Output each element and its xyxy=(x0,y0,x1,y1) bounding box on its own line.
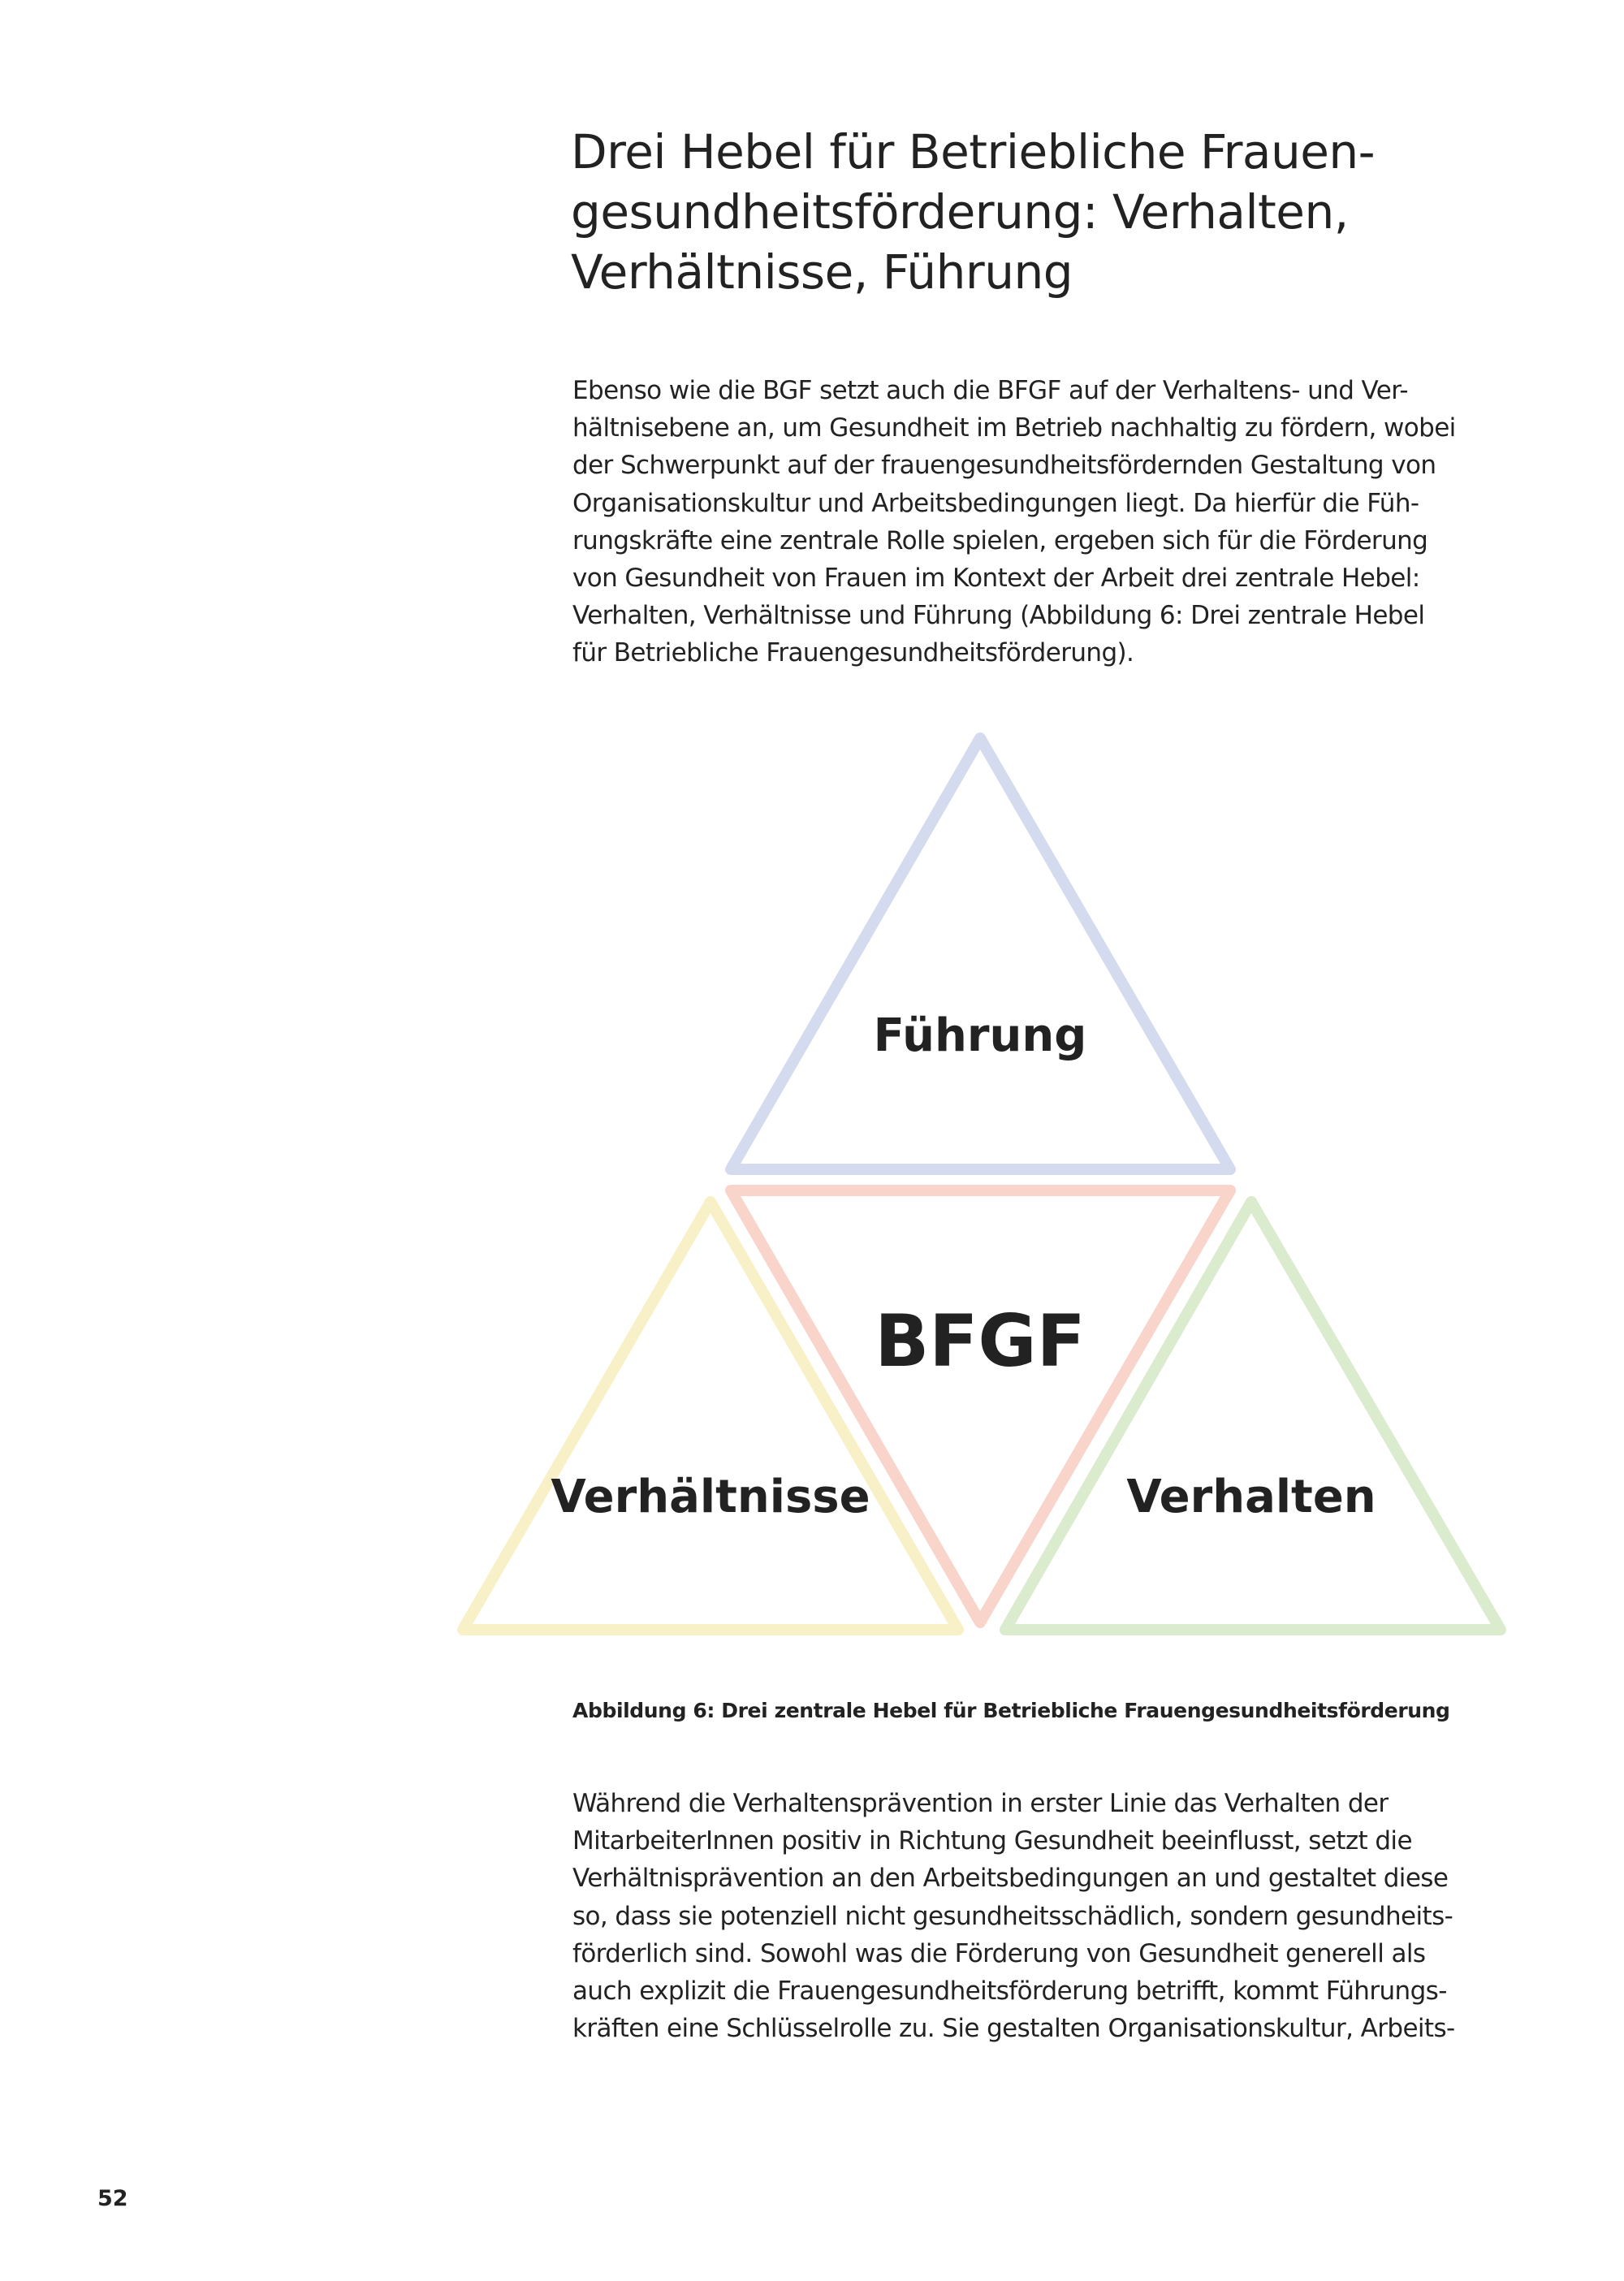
text-line: förderlich sind. Sowohl was die Förderun… xyxy=(572,1938,1426,1968)
text-line: MitarbeiterInnen positiv in Richtung Ges… xyxy=(572,1826,1413,1856)
text-line: kräften eine Schlüsselrolle zu. Sie gest… xyxy=(572,2014,1455,2044)
body-paragraph: Während die Verhaltensprävention in erst… xyxy=(572,1785,1455,2047)
triangle-bfgf xyxy=(725,1185,1236,1628)
figure-caption: Abbildung 6: Drei zentrale Hebel für Bet… xyxy=(572,1699,1450,1722)
text-line: Verhalten, Verhältnisse und Führung (Abb… xyxy=(572,601,1425,631)
label-fuehrung: Führung xyxy=(874,1009,1087,1062)
text-line: auch explizit die Frauengesundheitsförde… xyxy=(572,1976,1447,2007)
title-line: gesundheitsförderung: Verhalten, xyxy=(571,184,1349,240)
intro-paragraph: Ebenso wie die BGF setzt auch die BFGF a… xyxy=(572,372,1456,672)
text-line: für Betriebliche Frauengesundheitsförder… xyxy=(572,638,1134,668)
text-line: hältnisebene an, um Gesundheit im Betrie… xyxy=(572,413,1456,443)
text-line: Verhältnisprävention an den Arbeitsbedin… xyxy=(572,1864,1449,1894)
triangle-verhaeltnisse xyxy=(457,1196,964,1635)
text-line: Während die Verhaltensprävention in erst… xyxy=(572,1789,1389,1818)
label-bfgf: BFGF xyxy=(875,1299,1086,1383)
text-line: so, dass sie potenziell nicht gesundheit… xyxy=(572,1901,1453,1931)
page-title: Drei Hebel für Betriebliche Frauen- gesu… xyxy=(571,122,1376,302)
title-line: Verhältnisse, Führung xyxy=(571,244,1073,300)
text-line: Organisationskultur und Arbeitsbedingung… xyxy=(572,488,1419,518)
text-line: Ebenso wie die BGF setzt auch die BFGF a… xyxy=(572,376,1409,405)
label-verhalten: Verhalten xyxy=(1126,1471,1376,1523)
page-number: 52 xyxy=(97,2186,128,2211)
text-line: der Schwerpunkt auf der frauengesundheit… xyxy=(572,451,1436,481)
label-verhaeltnisse: Verhältnisse xyxy=(551,1471,870,1523)
text-line: rungskräfte eine zentrale Rolle spielen,… xyxy=(572,525,1428,555)
title-line: Drei Hebel für Betriebliche Frauen- xyxy=(571,124,1376,179)
triangle-fuehrung xyxy=(725,732,1236,1175)
triangle-verhalten xyxy=(1000,1196,1506,1635)
text-line: von Gesundheit von Frauen im Kontext der… xyxy=(572,564,1420,594)
